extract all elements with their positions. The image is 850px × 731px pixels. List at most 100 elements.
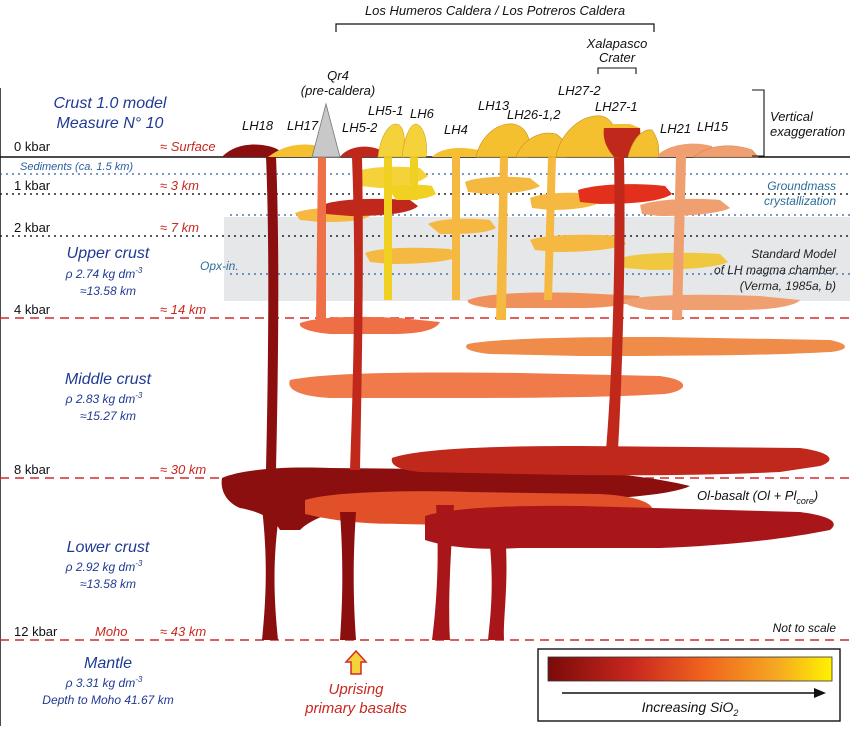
lower-chamber-deep-red	[425, 505, 834, 549]
conduit-lh52	[350, 157, 363, 470]
vertical-label-1: Vertical	[770, 109, 814, 124]
conduit-lh4	[452, 157, 460, 300]
legend-label-sub: 2	[732, 708, 738, 718]
mantle-rho-text: ρ 3.31 kg dm	[65, 676, 136, 690]
conduit-deep-1	[262, 508, 280, 640]
upper-chamber-lh4	[428, 218, 496, 234]
upper-chamber-lh26-deep	[530, 234, 626, 252]
mantle-name: Mantle	[84, 655, 132, 672]
pressure-0: 0 kbar	[14, 139, 51, 154]
conduit-deep-2	[340, 512, 356, 640]
standard-model-1: Standard Model	[751, 247, 836, 261]
mantle-rho: ρ 3.31 kg dm-3	[65, 675, 143, 690]
edifice-lh27-right	[627, 129, 660, 158]
conduit-lh21	[672, 157, 686, 320]
olbasalt-main: Ol-basalt (Ol + Pl	[697, 488, 797, 503]
label-lh18: LH18	[242, 118, 274, 133]
upper-crust-thickness: ≈13.58 km	[80, 284, 136, 298]
conduit-lh6	[410, 157, 418, 200]
standard-model-2: of LH magma chamber	[714, 263, 837, 277]
depth-surface: ≈ Surface	[160, 139, 216, 154]
uprising-label-1: Uprising	[328, 681, 384, 698]
uprising-label-2: primary basalts	[304, 700, 407, 717]
pressure-1: 1 kbar	[14, 178, 51, 193]
middle-chamber-red	[391, 446, 830, 476]
sediments-label: Sediments (ca. 1.5 km)	[20, 161, 133, 173]
middle-chamber-peach	[466, 337, 845, 356]
middle-crust-thickness: ≈15.27 km	[80, 409, 136, 423]
edifice-lh51	[377, 123, 406, 158]
conduit-deep-4	[488, 546, 507, 640]
middle-crust-rho: ρ 2.83 kg dm-3	[65, 391, 143, 406]
conduit-lh27-1	[606, 157, 625, 450]
legend-label-main: Increasing SiO	[642, 699, 734, 715]
depth-43: ≈ 43 km	[160, 624, 206, 639]
depth-labels: ≈ Surface ≈ 3 km ≈ 7 km ≈ 14 km ≈ 30 km …	[95, 139, 216, 639]
caldera-bracket	[335, 23, 655, 32]
crater-label-1: Xalapasco	[586, 36, 648, 51]
conduit-lh51	[384, 157, 392, 300]
upper-chamber-lh27	[578, 184, 672, 204]
edifice-lh52	[340, 146, 382, 157]
label-lh51: LH5-1	[368, 103, 403, 118]
label-lh52: LH5-2	[342, 120, 378, 135]
label-lh15: LH15	[697, 119, 729, 134]
conduit-lh18	[266, 157, 279, 470]
label-qr4-1: Qr4	[327, 68, 349, 83]
vertical-bracket	[752, 89, 765, 157]
upper-chamber-lh52	[322, 198, 418, 216]
edifice-lh27-1-cap	[604, 124, 640, 128]
depth-30: ≈ 30 km	[160, 462, 206, 477]
model-title-2: Measure N° 10	[57, 115, 164, 132]
edifice-lh17	[268, 144, 322, 157]
not-to-scale-label: Not to scale	[773, 621, 837, 635]
middle-crust-name: Middle crust	[65, 371, 152, 388]
olbasalt-label: Ol-basalt (Ol + Plcore)	[697, 488, 818, 506]
opx-label: Opx-in.	[200, 259, 239, 273]
vertical-label-2: exaggeration	[770, 124, 845, 139]
pressure-2: 2 kbar	[14, 220, 51, 235]
pressure-12: 12 kbar	[14, 624, 58, 639]
lower-crust-rho-exp: -3	[135, 559, 143, 568]
lower-crust-thickness: ≈13.58 km	[80, 577, 136, 591]
upper-crust-name: Upper crust	[67, 245, 150, 262]
edifice-qr4	[311, 102, 341, 158]
crater-label-2: Crater	[599, 50, 636, 65]
legend-label: Increasing SiO2	[642, 699, 739, 718]
conduit-lh13	[496, 157, 508, 320]
mantle-depth: Depth to Moho 41.67 km	[42, 693, 173, 707]
crater-bracket	[597, 67, 637, 74]
pressure-8: 8 kbar	[14, 462, 51, 477]
pressure-labels: 0 kbar 1 kbar 2 kbar 4 kbar 8 kbar 12 kb…	[14, 139, 58, 639]
standard-model-box	[224, 217, 850, 301]
depth-7: ≈ 7 km	[160, 220, 199, 235]
layer-labels: Upper crust ρ 2.74 kg dm-3 ≈13.58 km Mid…	[42, 245, 173, 707]
magma-system	[221, 157, 845, 640]
conduit-lh26	[544, 157, 556, 300]
label-lh27-1: LH27-1	[595, 99, 638, 114]
label-lh27-2: LH27-2	[558, 83, 601, 98]
lower-crust-rho-text: ρ 2.92 kg dm	[65, 560, 136, 574]
middle-chamber-top	[299, 316, 440, 334]
label-lh4: LH4	[444, 122, 468, 137]
mantle-rho-exp: -3	[135, 675, 143, 684]
label-lh17: LH17	[287, 118, 319, 133]
lower-crust-rho: ρ 2.92 kg dm-3	[65, 559, 143, 574]
label-lh21: LH21	[660, 121, 691, 136]
upper-chamber-lh21	[640, 198, 730, 216]
upper-crust-rho: ρ 2.74 kg dm-3	[65, 266, 143, 281]
upper-crust-rho-exp: -3	[135, 266, 143, 275]
edifice-lh6	[401, 123, 427, 158]
groundmass-label-1: Groundmass	[767, 179, 836, 193]
standard-model-3: (Verma, 1985a, b)	[740, 279, 836, 293]
olbasalt-sub: core	[796, 496, 814, 506]
lower-crust-name: Lower crust	[67, 539, 150, 556]
edifice-lh18	[222, 144, 284, 157]
upper-chamber-salmon-1	[467, 292, 640, 308]
upper-chamber-salmon-2	[623, 294, 800, 310]
label-lh13: LH13	[478, 98, 510, 113]
conduit-deep-3	[432, 505, 454, 640]
upper-crust-rho-text: ρ 2.74 kg dm	[65, 267, 136, 281]
